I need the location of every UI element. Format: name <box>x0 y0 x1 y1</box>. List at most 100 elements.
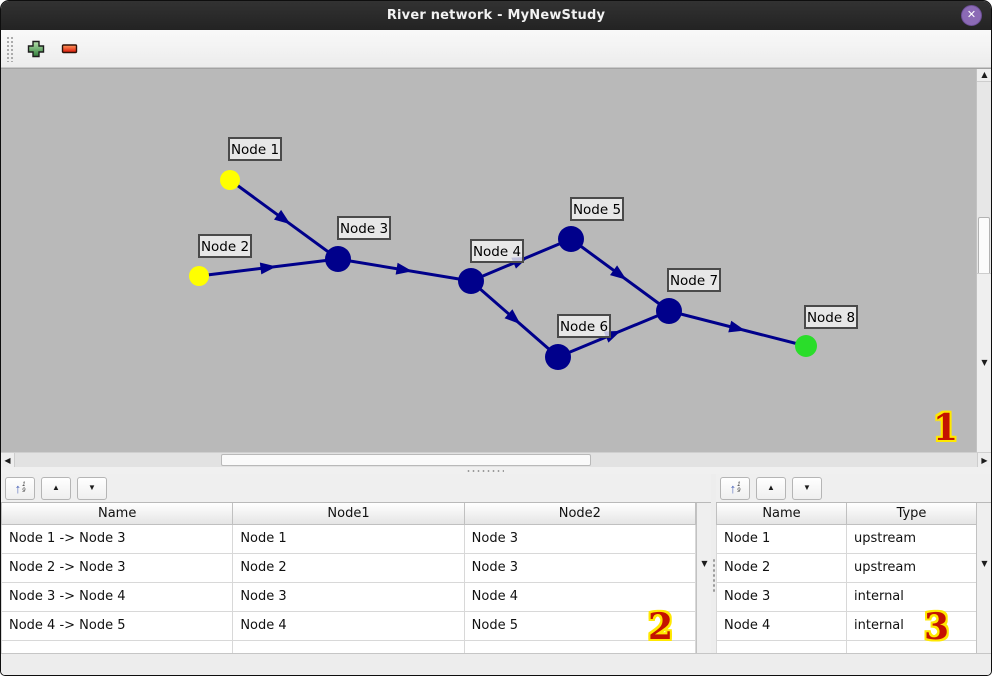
move-up-button[interactable]: ▲ <box>756 476 786 500</box>
table-cell[interactable]: Node 3 <box>463 523 697 554</box>
move-down-button[interactable]: ▼ <box>792 476 822 500</box>
vertical-splitter[interactable] <box>711 474 716 653</box>
network-node[interactable] <box>558 226 584 252</box>
table-row[interactable] <box>716 639 977 653</box>
network-node[interactable] <box>220 170 240 190</box>
node-label[interactable]: Node 5 <box>570 197 624 221</box>
table-cell[interactable]: Node 3 -> Node 4 <box>1 581 234 612</box>
table-cell[interactable] <box>846 639 977 653</box>
node-label[interactable]: Node 3 <box>337 216 391 240</box>
scroll-up-button[interactable]: ▲ <box>977 69 991 82</box>
node-label[interactable]: Node 2 <box>198 234 252 258</box>
table-cell[interactable]: Node 1 <box>232 523 465 554</box>
canvas-vertical-scrollbar[interactable]: ▲ ▼ <box>976 69 991 452</box>
scroll-down-button[interactable]: ▼ <box>977 503 991 653</box>
table-cell[interactable]: Node 3 <box>232 581 465 612</box>
triangle-down-icon: ▼ <box>701 559 708 568</box>
move-up-button[interactable]: ▲ <box>41 476 71 500</box>
table-cell[interactable]: Node 4 <box>232 610 465 641</box>
table-cell[interactable]: Node 4 <box>716 610 847 641</box>
network-canvas[interactable]: Node 1 Node 2 Node 3 Node 4 Node 5 Node 6 Node… <box>1 68 991 452</box>
table-cell[interactable] <box>716 639 847 653</box>
table-cell[interactable]: Node 3 <box>716 581 847 612</box>
scroll-right-button[interactable]: ▶ <box>977 453 991 468</box>
table-cell[interactable]: Node 2 <box>232 552 465 583</box>
node-label[interactable]: Node 7 <box>667 268 721 292</box>
scrollbar-thumb[interactable] <box>978 217 990 279</box>
triangle-up-icon: ▲ <box>52 483 60 492</box>
table-cell[interactable]: internal <box>846 581 977 612</box>
node-label[interactable]: Node 8 <box>804 305 858 329</box>
scroll-down-button[interactable]: ▼ <box>697 503 711 653</box>
column-header[interactable]: Name <box>1 503 234 525</box>
add-node-icon <box>27 40 45 57</box>
triangle-down-icon: ▼ <box>981 358 988 367</box>
table-cell[interactable]: Node 5 <box>463 610 697 641</box>
triangle-up-icon: ▲ <box>767 483 775 492</box>
table-cell[interactable] <box>1 639 234 653</box>
title-bar[interactable]: River network - MyNewStudy ✕ <box>1 1 991 30</box>
table-cell[interactable]: Node 2 -> Node 3 <box>1 552 234 583</box>
table-cell[interactable]: Node 2 <box>716 552 847 583</box>
table-cell[interactable]: Node 1 <box>716 523 847 554</box>
reaches-vertical-scrollbar[interactable]: ▲ ▼ <box>696 503 711 653</box>
table-cell[interactable]: Node 4 -> Node 5 <box>1 610 234 641</box>
node-label[interactable]: Node 1 <box>228 137 282 161</box>
nodes-vertical-scrollbar[interactable]: ▲ ▼ <box>976 503 991 653</box>
scrollbar-thumb[interactable] <box>221 454 591 466</box>
move-down-button[interactable]: ▼ <box>77 476 107 500</box>
table-row[interactable] <box>1 639 697 653</box>
table-cell[interactable] <box>232 639 465 653</box>
table-cell[interactable]: Node 1 -> Node 3 <box>1 523 234 554</box>
column-header[interactable]: Type <box>846 503 977 525</box>
toolbar-drag-handle[interactable] <box>6 35 13 62</box>
network-node[interactable] <box>189 266 209 286</box>
column-header[interactable]: Node2 <box>463 503 697 525</box>
node-label-text: Node 6 <box>560 319 608 335</box>
table-cell[interactable]: internal <box>846 610 977 641</box>
node-label[interactable]: Node 6 <box>557 314 611 338</box>
network-node[interactable] <box>325 246 351 272</box>
table-cell[interactable]: upstream <box>846 523 977 554</box>
node-label[interactable]: Node 4 <box>470 239 524 263</box>
edge-arrow-icon <box>259 262 277 275</box>
canvas-horizontal-scrollbar[interactable]: ◀ ▶ <box>1 452 991 468</box>
edge-arrow-icon <box>728 320 746 333</box>
horizontal-splitter[interactable] <box>1 467 991 474</box>
network-node[interactable] <box>458 268 484 294</box>
triangle-down-icon: ▼ <box>88 483 96 492</box>
column-header[interactable]: Name <box>716 503 847 525</box>
remove-node-icon <box>61 43 78 53</box>
table-cell[interactable] <box>463 639 697 653</box>
column-header[interactable]: Node1 <box>232 503 465 525</box>
network-node[interactable] <box>795 335 817 357</box>
scroll-down-button[interactable]: ▼ <box>977 273 991 452</box>
scroll-left-button[interactable]: ◀ <box>1 453 15 468</box>
add-node-button[interactable] <box>21 34 51 64</box>
table-cell[interactable]: Node 4 <box>463 581 697 612</box>
table-cell[interactable]: Node 3 <box>463 552 697 583</box>
remove-node-button[interactable] <box>55 34 85 64</box>
river-network-graph[interactable]: Node 1 Node 2 Node 3 Node 4 Node 5 Node 6 Node… <box>1 69 978 453</box>
node-label-text: Node 2 <box>201 239 249 255</box>
table-cell[interactable]: upstream <box>846 552 977 583</box>
network-node[interactable] <box>545 344 571 370</box>
network-node[interactable] <box>656 298 682 324</box>
close-button[interactable]: ✕ <box>961 5 982 26</box>
